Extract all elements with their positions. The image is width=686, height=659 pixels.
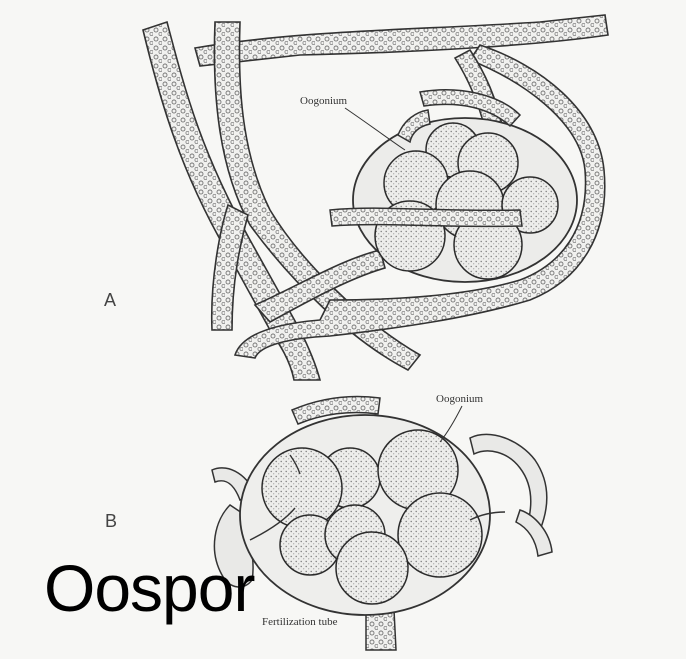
oogonium-b <box>240 415 505 615</box>
panel-a-diagram: Oogonium A <box>104 15 608 380</box>
caption-oospor: Oospor <box>44 555 254 621</box>
label-leader-line <box>345 108 405 150</box>
label-oogonium-b: Oogonium <box>436 393 484 405</box>
label-oogonium-a: Oogonium <box>300 95 348 107</box>
antheridial-hypha <box>330 208 522 226</box>
hypha-bottom-stalk <box>366 610 396 650</box>
panel-letter-a: A <box>104 290 116 310</box>
oospore <box>398 493 482 577</box>
label-fertilization-tube: Fertilization tube <box>262 616 338 628</box>
panel-letter-b: B <box>105 511 117 531</box>
hypha-top <box>195 15 608 66</box>
oospore <box>336 532 408 604</box>
